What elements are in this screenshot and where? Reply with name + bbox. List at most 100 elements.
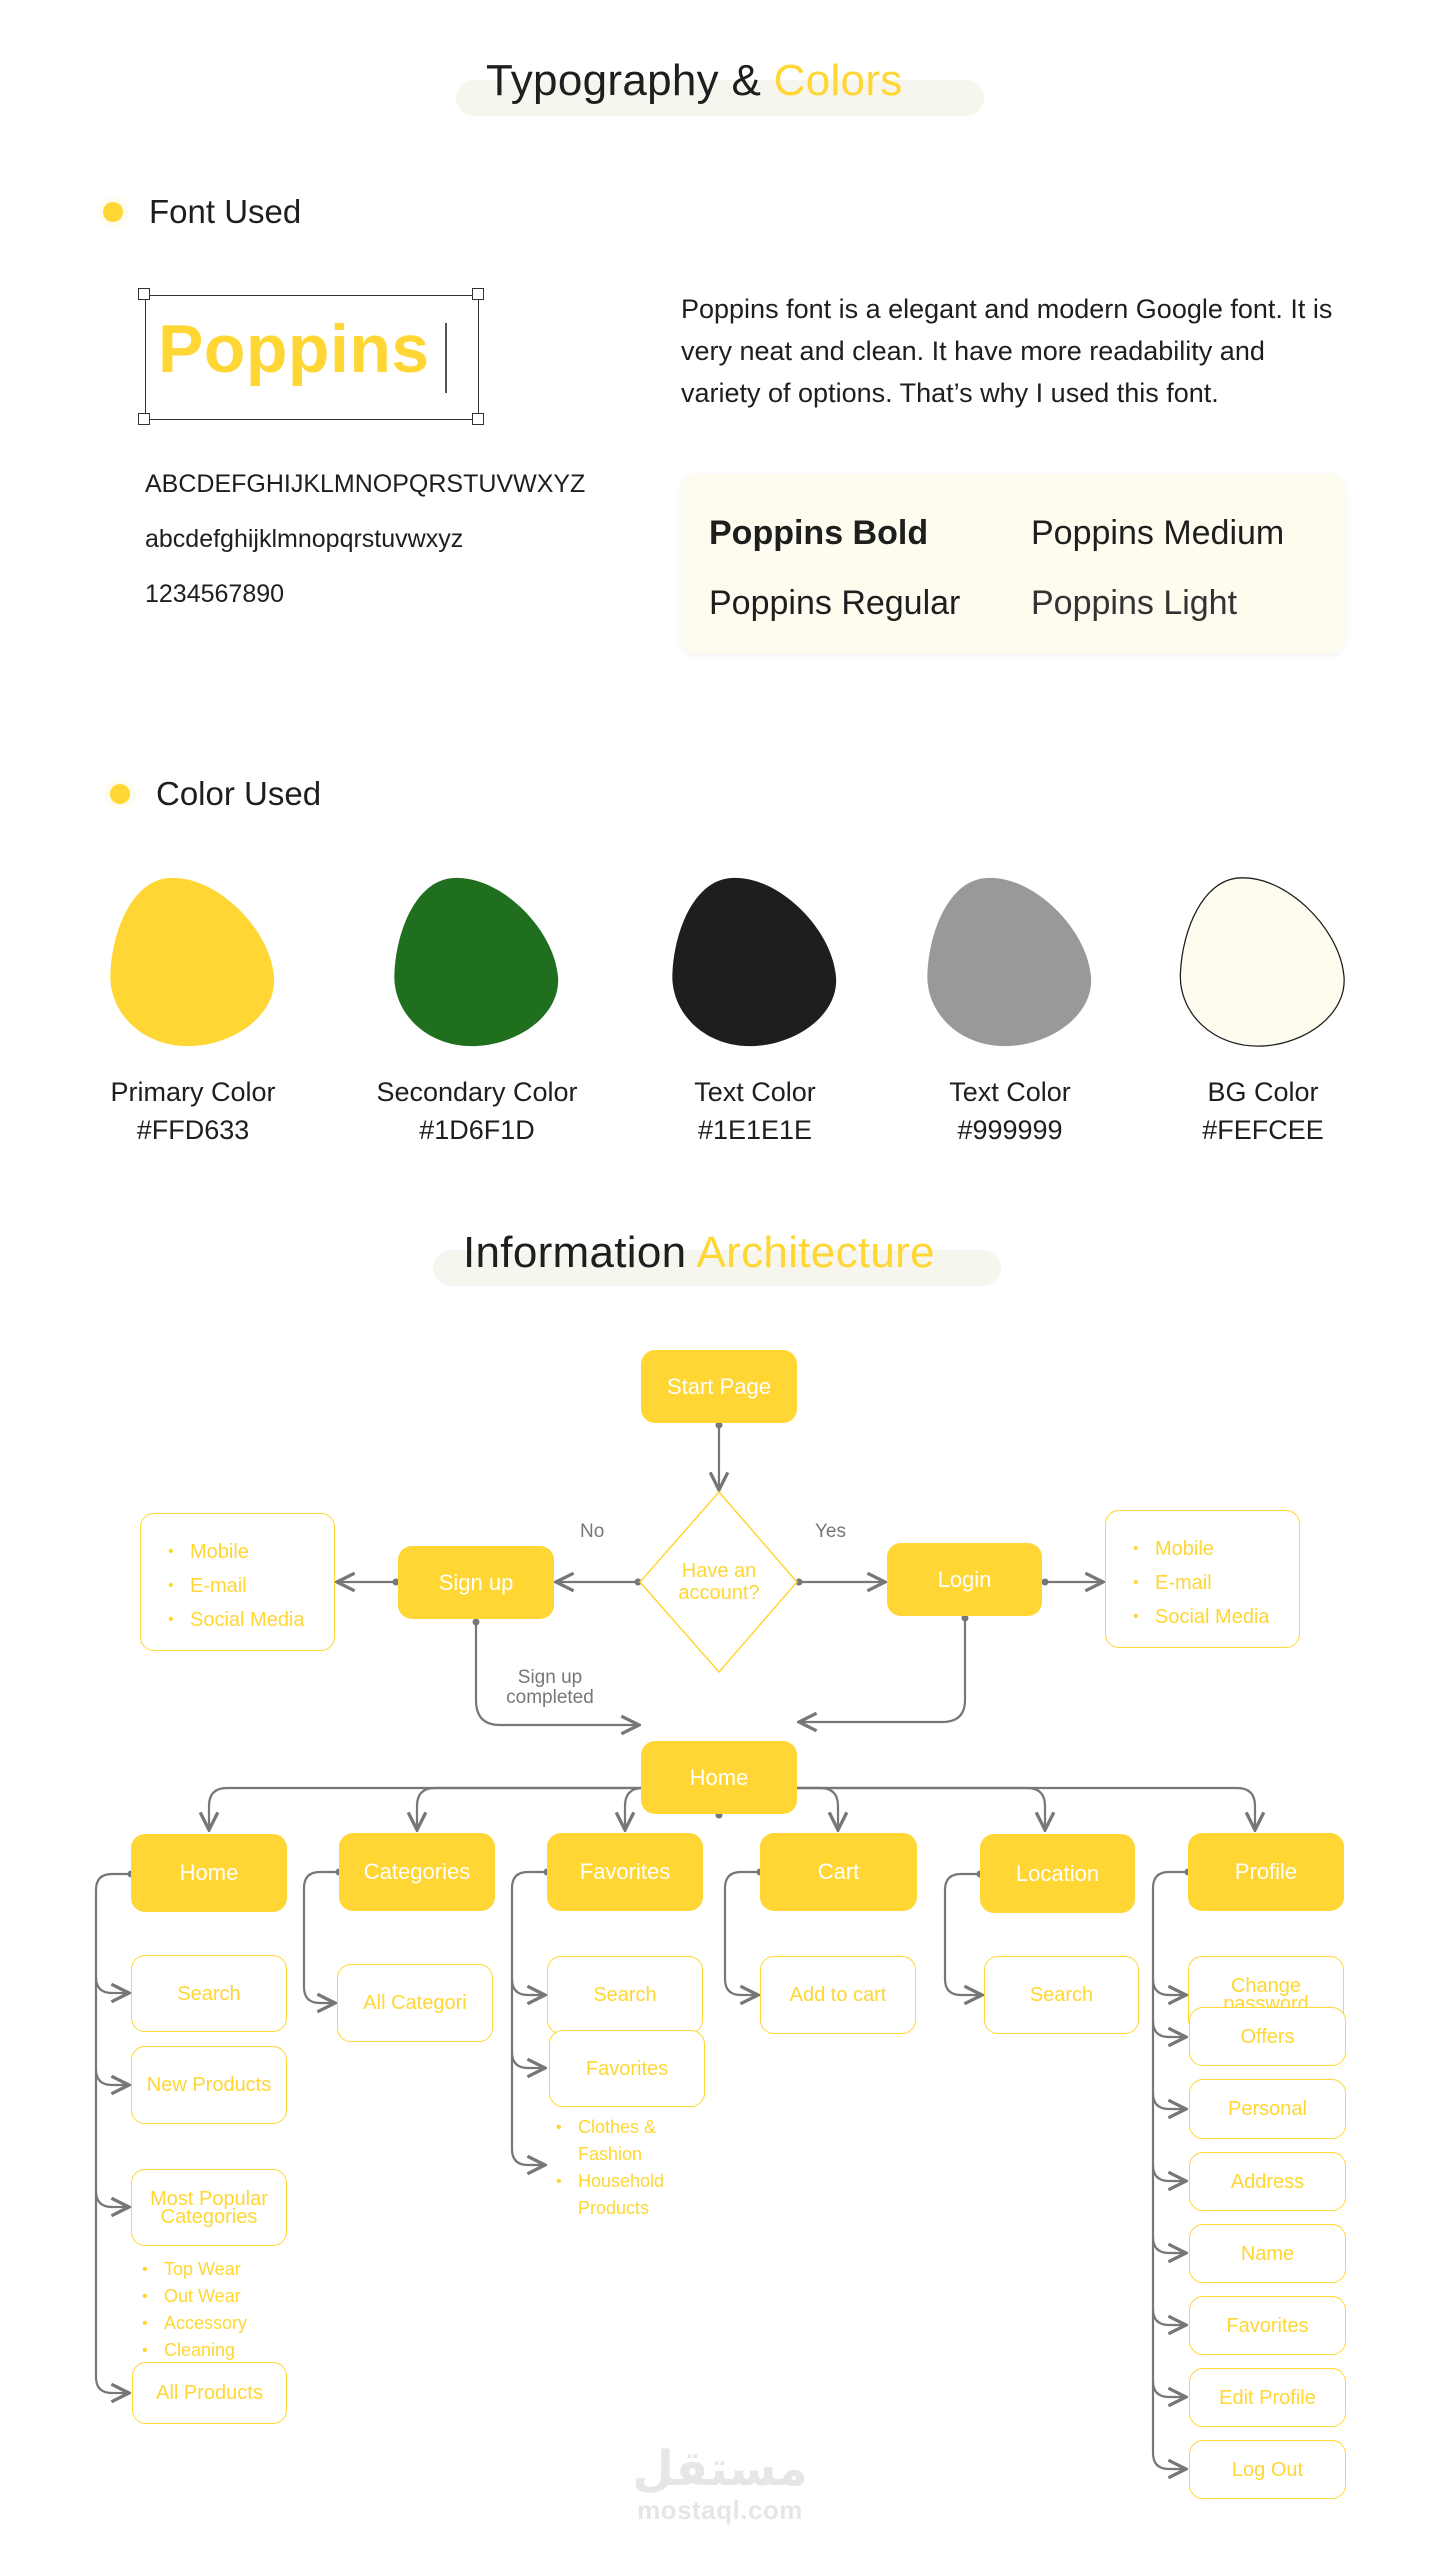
child-location-search[interactable]: Search xyxy=(984,1956,1139,2034)
node-login[interactable]: Login xyxy=(887,1543,1042,1616)
child-connector xyxy=(1151,2380,1186,2397)
child-connector xyxy=(1151,2092,1186,2109)
connector-dot xyxy=(961,1614,969,1622)
child-connector xyxy=(1151,2020,1186,2037)
node-sign-up[interactable]: Sign up xyxy=(398,1546,554,1619)
most-popular-list: Top Wear Out Wear Accessory Cleaning xyxy=(142,2256,247,2364)
branch-cart[interactable]: Cart xyxy=(760,1833,917,1911)
color-swatch-blob xyxy=(394,877,559,1047)
font-sample-word: Poppins xyxy=(158,311,430,387)
resize-handle-bottom-right[interactable] xyxy=(472,413,484,425)
category-bullet: Accessory xyxy=(142,2310,247,2337)
node-start-page[interactable]: Start Page xyxy=(641,1350,797,1423)
child-spine xyxy=(943,1872,980,1979)
bullet-dot-icon xyxy=(110,784,130,804)
title-accent: Colors xyxy=(773,56,903,105)
child-connector xyxy=(510,2051,545,2068)
branch-home[interactable]: Home xyxy=(131,1834,287,1912)
child-connector xyxy=(1151,2236,1186,2253)
child-profile-personal[interactable]: Personal xyxy=(1189,2079,1346,2139)
color-swatch-label: Text Color#999999 xyxy=(880,1073,1140,1149)
color-swatch-blob xyxy=(672,877,837,1047)
branch-favorites[interactable]: Favorites xyxy=(547,1833,703,1911)
font-used-label: Font Used xyxy=(149,193,302,230)
child-home-most-popular[interactable]: Most Popular Categories xyxy=(131,2169,287,2246)
child-home-search[interactable]: Search xyxy=(131,1955,287,2032)
child-connector xyxy=(1151,2308,1186,2325)
child-spine xyxy=(1151,1870,1188,2453)
text-caret xyxy=(445,323,447,393)
category-bullet: Out Wear xyxy=(142,2283,247,2310)
color-hex: #999999 xyxy=(957,1115,1063,1145)
font-weights-card: Poppins Bold Poppins Medium Poppins Regu… xyxy=(681,474,1345,654)
child-home-all-products[interactable]: All Products xyxy=(132,2362,287,2424)
connector-arrow xyxy=(474,1622,639,1725)
child-profile-name[interactable]: Name xyxy=(1189,2224,1346,2283)
child-connector xyxy=(94,2068,129,2085)
weight-regular: Poppins Regular xyxy=(709,584,961,622)
child-connector xyxy=(94,1976,129,1993)
title-main: Information xyxy=(463,1228,687,1277)
color-hex: #FFD633 xyxy=(136,1115,250,1145)
color-swatch-label: Primary Color #FFD633 xyxy=(63,1073,323,1149)
child-connector xyxy=(302,1986,335,2003)
connector-dot xyxy=(392,1578,400,1586)
child-profile-offers[interactable]: Offers xyxy=(1189,2007,1346,2066)
lowercase-glyphs: abcdefghijklmnopqrstuvwxyz xyxy=(145,525,464,553)
color-swatch-blob xyxy=(1179,877,1345,1047)
watermark: مستقل mostaql.com xyxy=(630,2445,810,2526)
color-hex: #1D6F1D xyxy=(419,1115,535,1145)
child-connector xyxy=(723,1978,758,1995)
color-swatch-label: BG Color#FEFCEE xyxy=(1133,1073,1393,1149)
child-categories-all[interactable]: All Categori xyxy=(337,1964,493,2042)
node-home-root[interactable]: Home xyxy=(641,1741,797,1814)
color-swatch-blob xyxy=(110,877,275,1047)
child-favorites-favorites[interactable]: Favorites xyxy=(549,2030,705,2107)
weight-bold: Poppins Bold xyxy=(709,514,929,552)
child-connector xyxy=(1151,2452,1186,2469)
branch-location[interactable]: Location xyxy=(980,1834,1135,1913)
branch-categories[interactable]: Categories xyxy=(339,1833,495,1911)
edge-label-yes: Yes xyxy=(815,1521,846,1542)
font-description: Poppins font is a elegant and modern Goo… xyxy=(681,294,1333,408)
resize-handle-top-left[interactable] xyxy=(138,288,150,300)
resize-handle-bottom-left[interactable] xyxy=(138,413,150,425)
section-title-typography: Typography & Colors xyxy=(486,56,903,106)
color-swatch-blob xyxy=(927,877,1092,1047)
category-bullet: Cleaning xyxy=(142,2337,247,2364)
connector-dot xyxy=(634,1578,642,1586)
child-connector xyxy=(1151,1978,1186,1995)
branch-profile[interactable]: Profile xyxy=(1188,1833,1344,1911)
resize-handle-top-right[interactable] xyxy=(472,288,484,300)
child-cart-add[interactable]: Add to cart xyxy=(760,1956,916,2034)
color-swatch-label: Secondary Color#1D6F1D xyxy=(347,1073,607,1149)
child-profile-log-out[interactable]: Log Out xyxy=(1189,2440,1346,2499)
digit-glyphs: 1234567890 xyxy=(145,580,285,608)
favorite-bullet: Clothes & Fashion xyxy=(556,2114,686,2168)
bullet-dot-icon xyxy=(103,202,123,222)
weight-medium: Poppins Medium xyxy=(1031,514,1285,552)
child-profile-favorites[interactable]: Favorites xyxy=(1189,2296,1346,2355)
signup-option: E-mail xyxy=(168,1569,305,1603)
color-name: Primary Color xyxy=(110,1077,276,1107)
child-connector xyxy=(943,1978,982,1995)
favorite-bullet: Household Products xyxy=(556,2168,686,2222)
signup-option: Mobile xyxy=(168,1535,305,1569)
login-option: E-mail xyxy=(1133,1566,1270,1600)
login-option: Mobile xyxy=(1133,1532,1270,1566)
connector-dot xyxy=(1041,1578,1049,1586)
color-used-heading: Color Used xyxy=(110,775,321,813)
login-options-list: Mobile E-mail Social Media xyxy=(1133,1532,1270,1634)
category-bullet: Top Wear xyxy=(142,2256,247,2283)
color-used-label: Color Used xyxy=(156,775,322,812)
connector-dot xyxy=(795,1578,803,1586)
connector-dot xyxy=(715,1421,723,1429)
child-profile-address[interactable]: Address xyxy=(1189,2152,1346,2211)
color-name: BG Color xyxy=(1207,1077,1319,1107)
child-connector xyxy=(1151,2164,1186,2181)
child-home-new-products[interactable]: New Products xyxy=(131,2046,287,2124)
color-swatch-label: Text Color#1E1E1E xyxy=(625,1073,885,1149)
child-profile-edit-profile[interactable]: Edit Profile xyxy=(1189,2368,1346,2427)
font-sample-frame[interactable] xyxy=(145,295,479,420)
child-favorites-search[interactable]: Search xyxy=(547,1956,703,2034)
